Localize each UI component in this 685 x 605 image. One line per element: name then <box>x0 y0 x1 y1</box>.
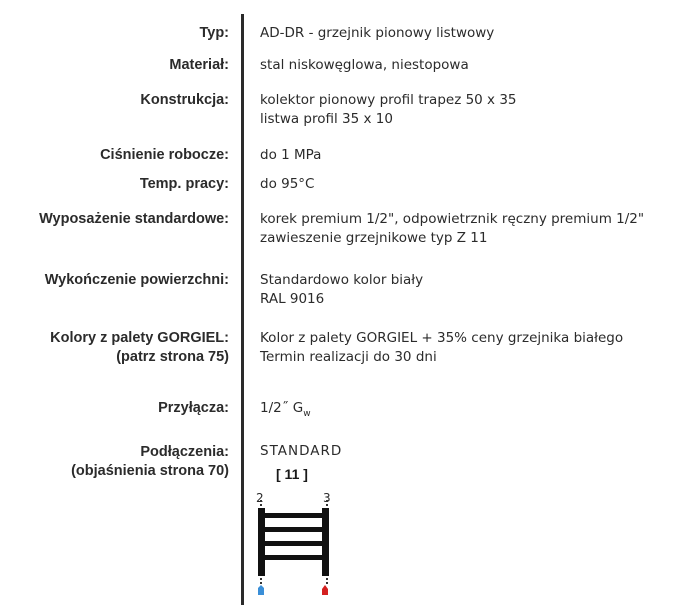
port-number-right: 3 <box>323 491 331 505</box>
rail <box>265 555 322 560</box>
row-value-type: AD-DR - grzejnik pionowy listwowy <box>260 25 495 41</box>
radiator-body <box>258 508 329 576</box>
right-collector <box>322 508 329 576</box>
outlet-arrow-icon <box>322 585 328 595</box>
row-value-finish: Standardowo kolor biały RAL 9016 <box>260 272 424 307</box>
row-value-connectors: 1/2˝ Gw <box>260 400 311 419</box>
row-label-material: Materiał: <box>169 57 229 73</box>
rail <box>265 513 322 518</box>
row-label-colors: Kolory z palety GORGIEL: (patrz strona 7… <box>50 330 229 365</box>
port-dots <box>260 500 328 584</box>
connection-code: [ 11 ] <box>276 466 308 482</box>
row-label-pressure: Ciśnienie robocze: <box>100 147 229 163</box>
radiator-diagram <box>258 500 329 595</box>
row-label-construction: Konstrukcja: <box>140 92 229 108</box>
row-value-colors: Kolor z palety GORGIEL + 35% ceny grzejn… <box>260 330 624 365</box>
row-value-construction: kolektor pionowy profil trapez 50 x 35 l… <box>260 92 517 127</box>
left-collector <box>258 508 265 576</box>
row-value-equipment: korek premium 1/2", odpowietrznik ręczny… <box>260 211 645 246</box>
row-value-connections: STANDARD <box>260 443 343 459</box>
port-number-left: 2 <box>256 491 264 505</box>
row-value-pressure: do 1 MPa <box>260 147 322 163</box>
rail <box>265 527 322 532</box>
row-label-type: Typ: <box>199 25 229 41</box>
row-value-material: stal niskowęglowa, niestopowa <box>260 57 469 73</box>
inlet-arrow-icon <box>258 585 264 595</box>
row-label-finish: Wykończenie powierzchni: <box>44 272 229 288</box>
row-value-temperature: do 95°C <box>260 176 315 192</box>
row-label-equipment: Wyposażenie standardowe: <box>39 211 229 227</box>
row-label-connectors: Przyłącza: <box>158 400 229 416</box>
row-label-connections: Podłączenia: (objaśnienia strona 70) <box>71 444 229 479</box>
vertical-divider <box>241 14 244 605</box>
rail <box>265 541 322 546</box>
row-label-temperature: Temp. pracy: <box>139 176 229 192</box>
